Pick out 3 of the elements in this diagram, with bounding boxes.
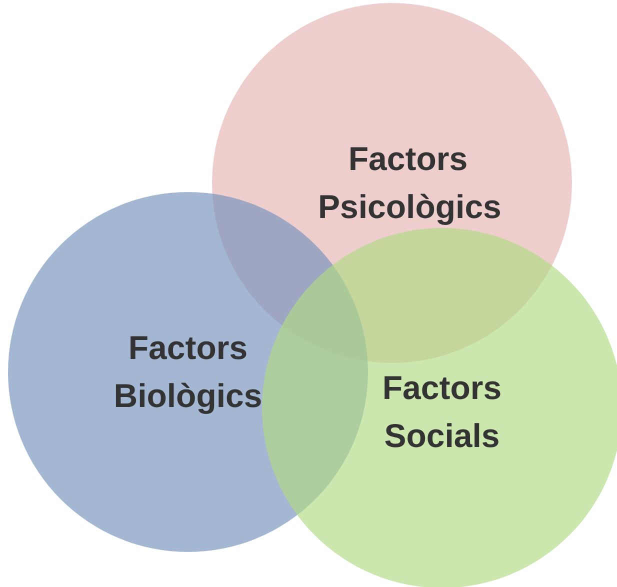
circle-label: Factors Psicològics — [318, 139, 498, 227]
circle-label: Factors Biològics — [112, 328, 264, 416]
circle-label: Factors Socials — [381, 368, 503, 456]
